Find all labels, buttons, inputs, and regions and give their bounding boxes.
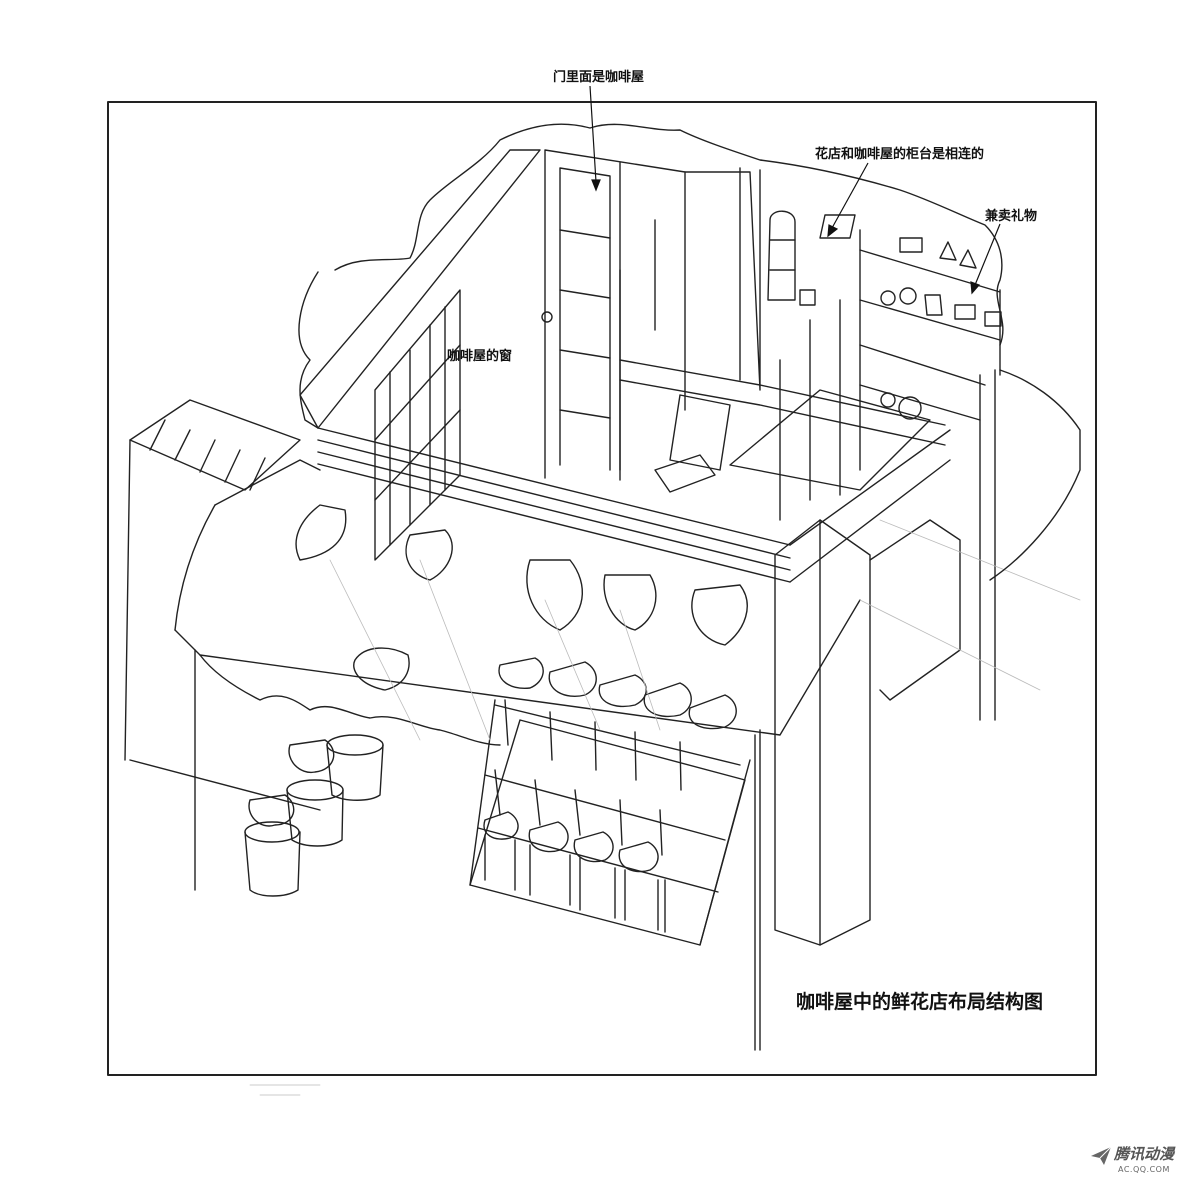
gift-shelves	[819, 214, 1002, 721]
cafe-back-outline	[298, 123, 1004, 429]
cafe-window	[374, 289, 461, 561]
watermark: 腾讯动漫 AC.QQ.COM	[1090, 1143, 1180, 1183]
floor-buckets	[244, 734, 384, 897]
right-awning	[989, 369, 1081, 581]
label-door: 门里面是咖啡屋	[553, 70, 645, 85]
perspective-guides	[249, 519, 1081, 1096]
watermark-brand: 腾讯动漫	[1114, 1145, 1175, 1163]
diagram-caption: 咖啡屋中的鲜花店布局结构图	[796, 991, 1044, 1013]
support-pillar	[774, 519, 871, 946]
label-counter: 花店和咖啡屋的柜台是相连的	[815, 147, 985, 162]
coffee-machine	[767, 210, 816, 306]
drawing-frame	[107, 101, 1097, 1076]
awning	[174, 459, 861, 1051]
cafe-door	[541, 149, 686, 481]
window-block-roof	[299, 149, 541, 429]
interior-wall	[684, 167, 761, 391]
hanging-plants	[295, 504, 748, 691]
hanging-rail	[317, 427, 951, 583]
right-counter-box	[869, 519, 961, 701]
shared-counter	[619, 299, 946, 521]
label-gifts: 兼卖礼物	[985, 209, 1038, 224]
flower-display-rack	[469, 657, 751, 946]
neighbour-awning	[124, 399, 321, 811]
paper-plane-logo-icon	[1091, 1146, 1112, 1165]
watermark-url: AC.QQ.COM	[1118, 1165, 1170, 1174]
label-window: 咖啡屋的窗	[447, 349, 513, 364]
